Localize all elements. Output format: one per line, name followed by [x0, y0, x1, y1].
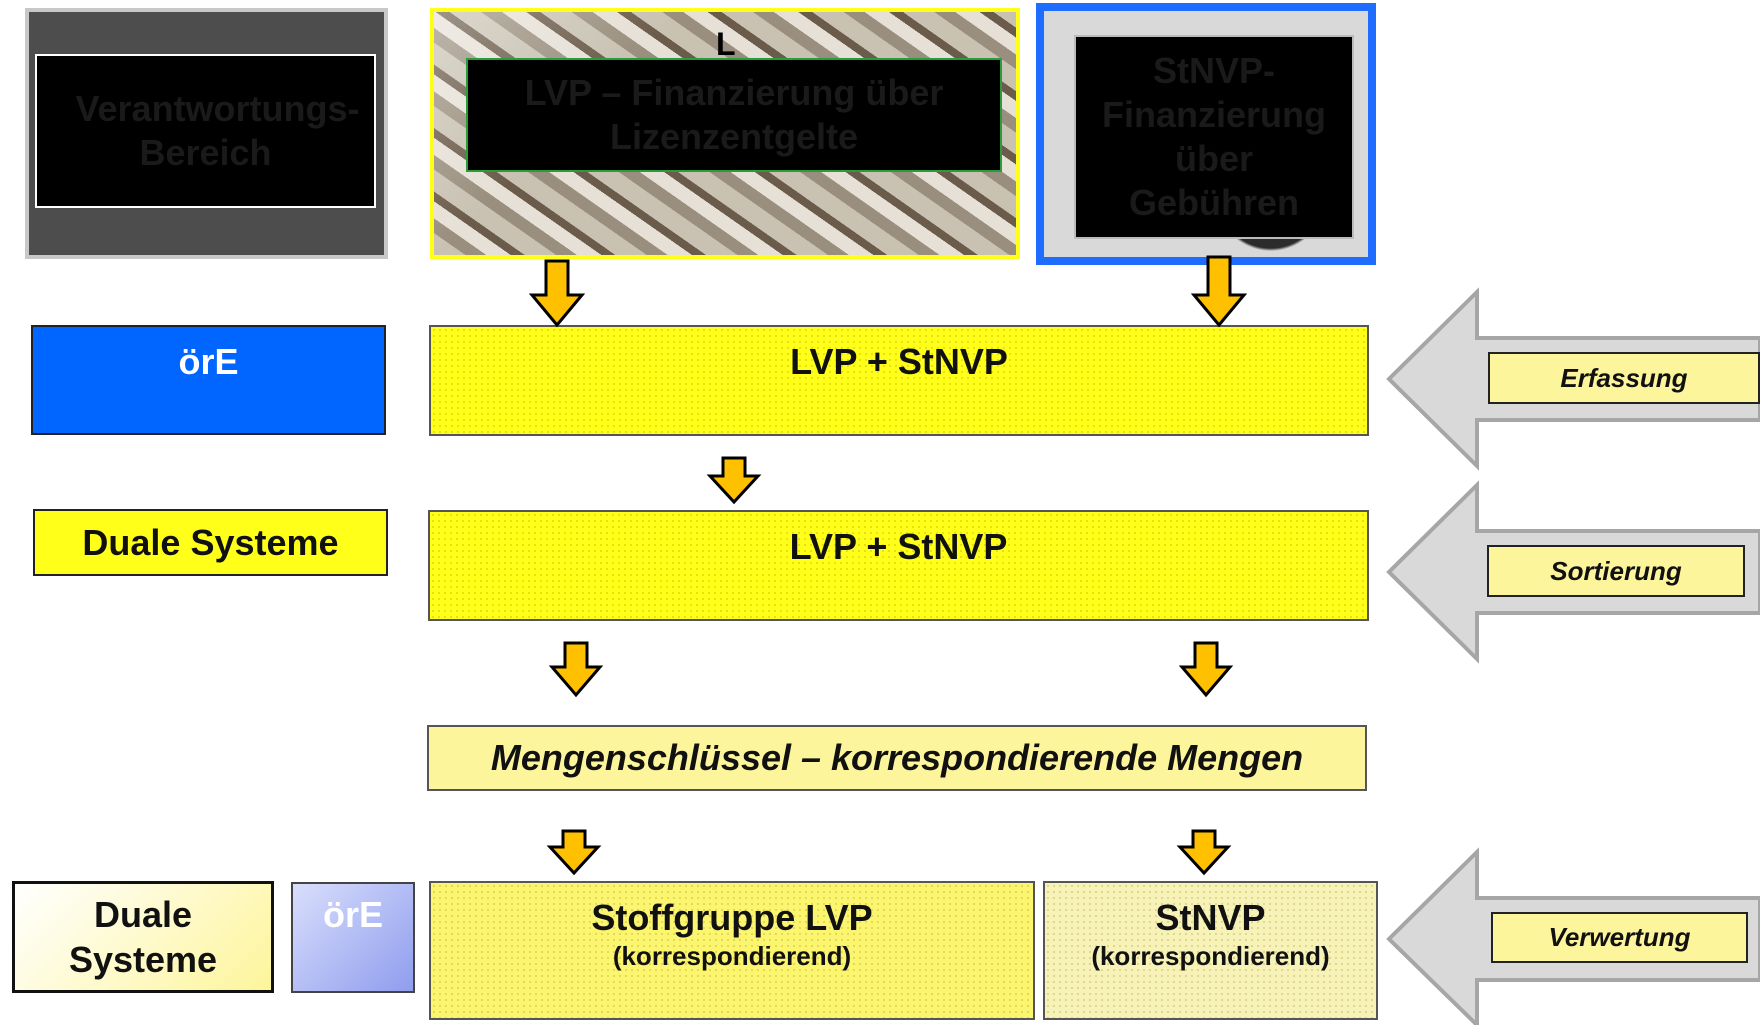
- stage-collection-label: Erfassung: [1488, 352, 1760, 404]
- lvp-financing-label-box: LVP – Finanzierung über Lizenzentgelte: [466, 58, 1002, 172]
- collection-box: LVP + StNVP: [429, 325, 1369, 436]
- collection-box-label: LVP + StNVP: [790, 341, 1008, 382]
- actor-oere-collection-label: örE: [178, 341, 239, 382]
- quantity-key-box: Mengenschlüssel – korrespondierende Meng…: [427, 725, 1367, 791]
- sorting-box: LVP + StNVP: [428, 510, 1369, 621]
- lvp-financing-label: LVP – Finanzierung über Lizenzentgelte: [524, 72, 944, 157]
- down-arrow-icon: [546, 829, 602, 876]
- actor-dual-systems-recycling: Duale Systeme: [12, 881, 274, 993]
- down-arrow-icon: [706, 456, 762, 505]
- stage-recycling-label: Verwertung: [1491, 912, 1748, 963]
- actor-oere-recycling: örE: [291, 882, 415, 993]
- stnvp-financing-label-box: StNVP-Finanzierung über Gebühren: [1074, 35, 1354, 239]
- stnvp-recycling-box: StNVP (korrespondierend): [1043, 881, 1378, 1020]
- down-arrow-icon: [548, 641, 604, 698]
- down-arrow-icon: [528, 259, 586, 328]
- lvp-material-group-title: Stoffgruppe LVP: [591, 897, 873, 938]
- down-arrow-icon: [1190, 255, 1248, 328]
- responsibility-label: Verantwortungs-Bereich: [75, 88, 360, 173]
- stage-sorting-label: Sortierung: [1487, 545, 1745, 597]
- sorting-box-label: LVP + StNVP: [789, 526, 1008, 567]
- actor-dual-systems-sorting-label: Duale Systeme: [82, 521, 339, 563]
- responsibility-header: Verantwortungs-Bereich: [25, 8, 388, 259]
- lvp-material-group-box: Stoffgruppe LVP (korrespondierend): [429, 881, 1035, 1020]
- actor-oere-collection: örE: [31, 325, 386, 435]
- lvp-stray-letter: L: [716, 26, 736, 62]
- stnvp-financing-header: StNVP-Finanzierung über Gebühren: [1036, 3, 1376, 265]
- responsibility-label-box: Verantwortungs-Bereich: [35, 54, 376, 208]
- actor-dual-systems-sorting: Duale Systeme: [33, 509, 388, 576]
- down-arrow-icon: [1178, 641, 1234, 698]
- actor-dual-systems-recycling-label: Duale Systeme: [68, 894, 218, 980]
- stnvp-recycling-title: StNVP: [1155, 897, 1266, 938]
- lvp-financing-header: L LVP – Finanzierung über Lizenzentgelte: [430, 8, 1020, 259]
- down-arrow-icon: [1176, 829, 1232, 876]
- actor-oere-recycling-label: örE: [322, 894, 383, 935]
- quantity-key-label: Mengenschlüssel – korrespondierende Meng…: [490, 737, 1304, 778]
- stnvp-financing-label: StNVP-Finanzierung über Gebühren: [1102, 50, 1326, 223]
- stnvp-recycling-subtitle: (korrespondierend): [1091, 941, 1330, 971]
- lvp-material-group-subtitle: (korrespondierend): [612, 941, 852, 971]
